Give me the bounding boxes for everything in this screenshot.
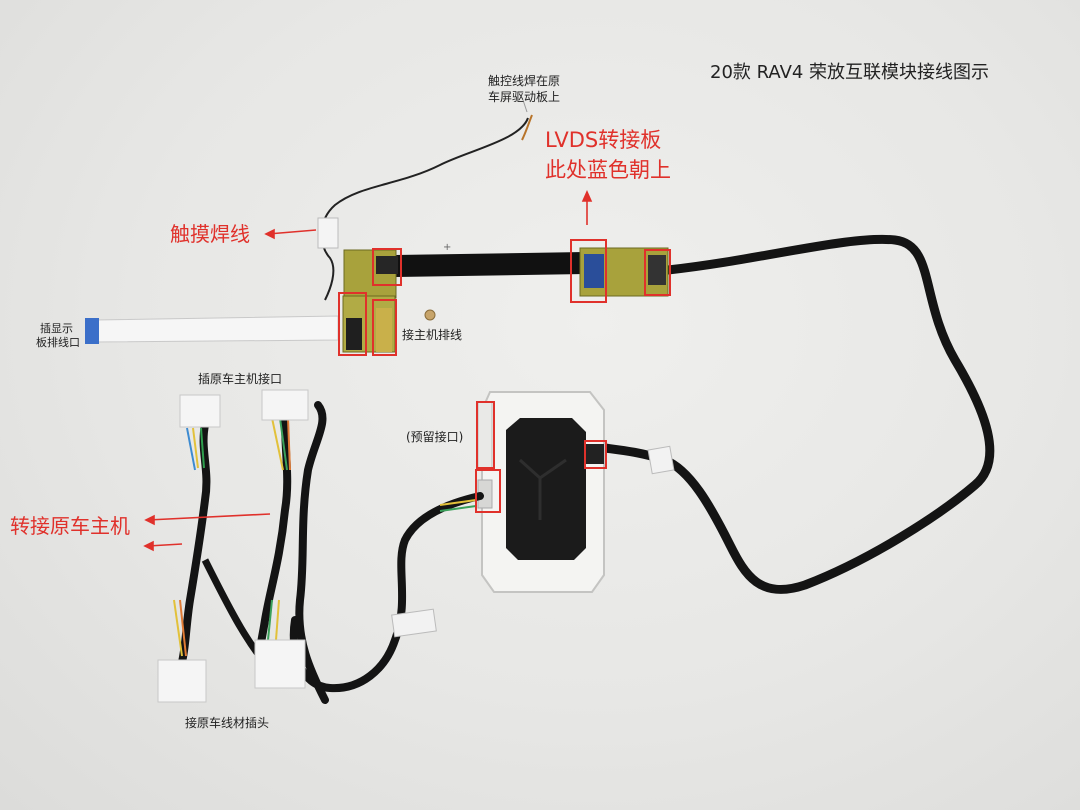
- display-ffc-label-line2: 板排线口: [36, 336, 80, 349]
- original-host-port-label: 插原车主机接口: [198, 372, 283, 386]
- harness-cable-c: [178, 421, 211, 666]
- touch-wire-note-line2: 车屏驱动板上: [488, 90, 561, 104]
- display-ffc-label-line1: 插显示: [40, 322, 73, 335]
- long-braided-cable: [600, 234, 995, 594]
- host-ribbon-label: 接主机排线: [402, 328, 463, 342]
- touch-wire-note-line1: 触控线焊在原: [488, 74, 561, 88]
- original-harness-plug-label: 接原车线材插头: [185, 716, 270, 730]
- page-title: 20款 RAV4 荣放互联模块接线图示: [710, 62, 990, 83]
- touch-solder-label: 触摸焊线: [170, 222, 250, 246]
- touch-wire: [320, 117, 529, 301]
- harness-cable-b: [295, 401, 329, 704]
- annotation-arrows: [143, 190, 593, 552]
- svg-text:+: +: [443, 242, 451, 253]
- interconnect-module: [477, 391, 605, 593]
- host-plug-left: [179, 394, 221, 428]
- harness-plug-right: [254, 639, 306, 689]
- reserved-port-label: (预留接口): [406, 430, 464, 444]
- adapter-original-host-label: 转接原车主机: [10, 514, 130, 538]
- lvds-label-line1: LVDS转接板: [545, 128, 662, 152]
- lvds-label-line2: 此处蓝色朝上: [545, 158, 671, 182]
- display-ffc-cable: [94, 315, 339, 343]
- harness-cable-d: [256, 416, 292, 666]
- flat-ribbon-cable: [395, 252, 586, 277]
- touch-wire-connector: [317, 217, 339, 249]
- harness-cable-a: [289, 492, 484, 693]
- host-plug-right: [261, 389, 309, 421]
- annotation-boxes: [338, 239, 671, 513]
- harness-plug-left: [157, 659, 207, 703]
